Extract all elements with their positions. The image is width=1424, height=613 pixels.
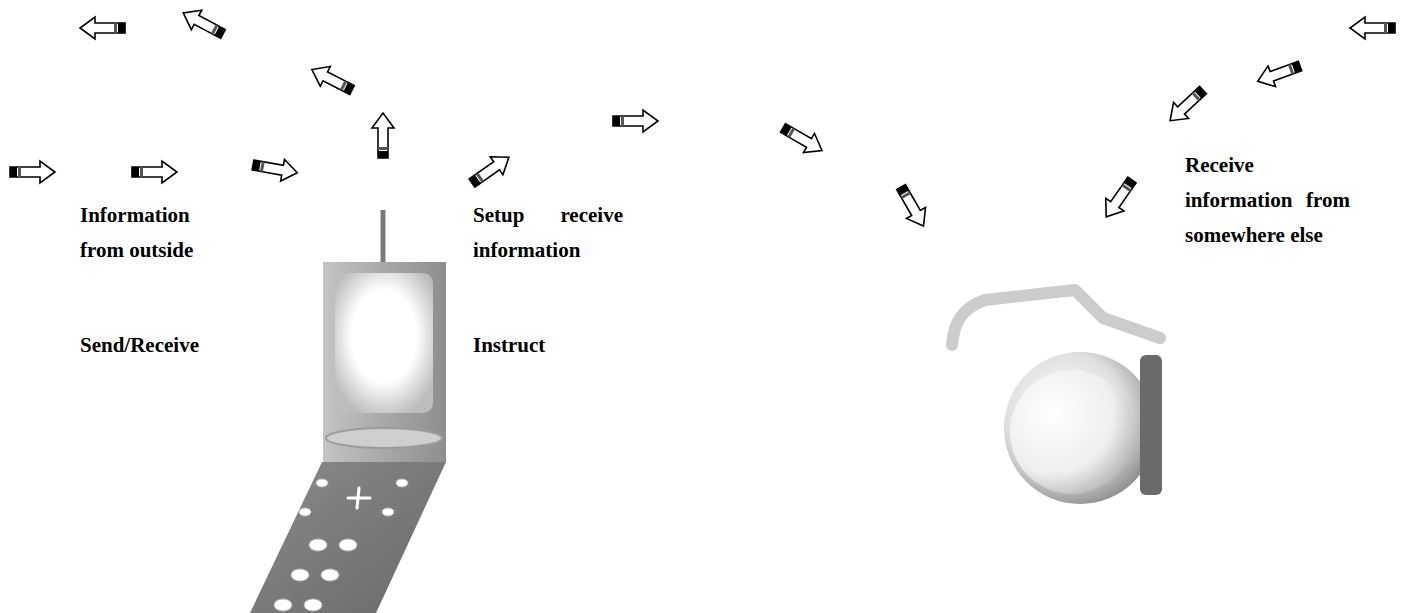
mobile-phone [250, 210, 446, 613]
annotation-label: Instruct [473, 328, 623, 363]
annotation-label: Information from outside [80, 198, 230, 268]
headset [952, 290, 1162, 504]
annotation-label: Send/Receive [80, 328, 250, 363]
annotation-label: Setup receive information [473, 198, 623, 268]
annotation-label: Receive information from somewhere else [1185, 148, 1350, 253]
